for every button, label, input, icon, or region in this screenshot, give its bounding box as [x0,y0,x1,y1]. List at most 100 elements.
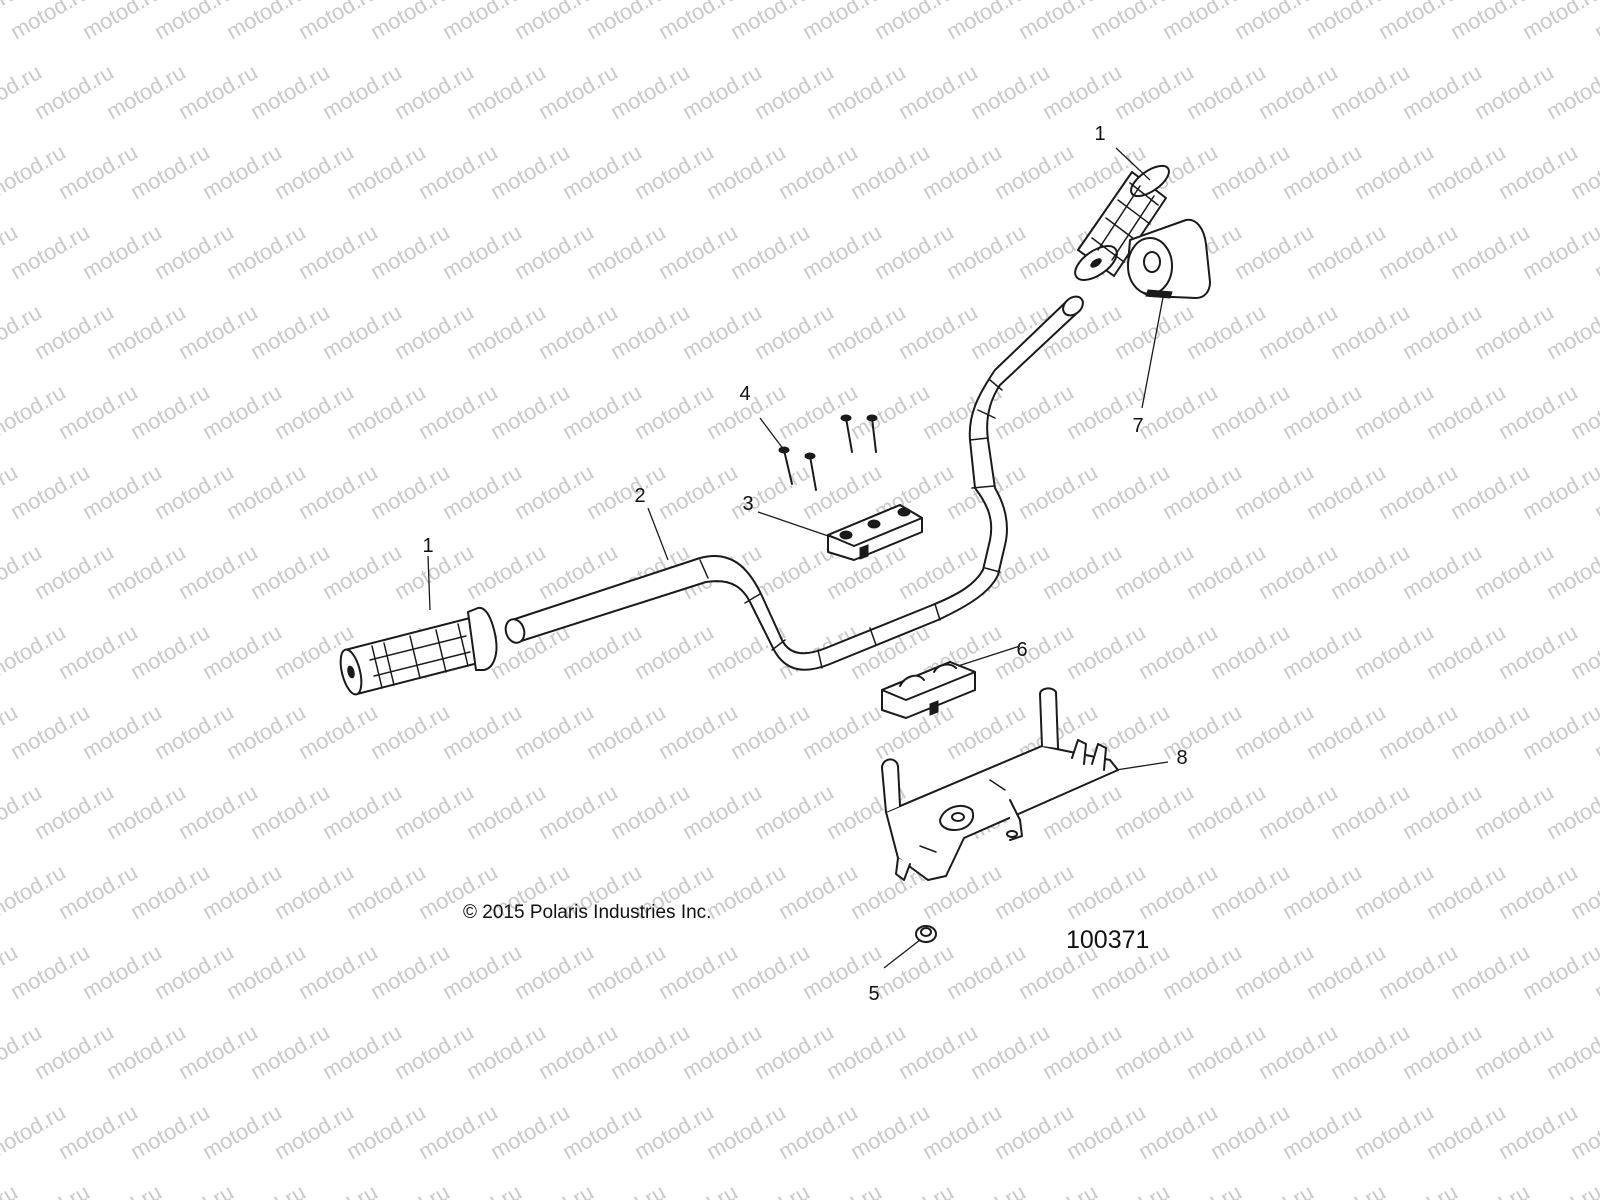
watermark-text: motod.ru [366,699,454,764]
watermark-text: motod.ru [1254,59,1342,124]
watermark-text: motod.ru [654,699,742,764]
watermark-text: motod.ru [174,539,262,604]
watermark-text: motod.ru [1230,219,1318,284]
watermark-text: motod.ru [78,219,166,284]
watermark-text: motod.ru [1206,1099,1294,1164]
watermark-text: motod.ru [0,139,70,204]
watermark-text: motod.ru [198,139,286,204]
watermark-text: motod.ru [126,379,214,444]
watermark-text: motod.ru [1302,699,1390,764]
watermark-text: motod.ru [1110,779,1198,844]
watermark-text: motod.ru [318,299,406,364]
watermark-text: motod.ru [246,779,334,844]
watermark-text: motod.ru [486,379,574,444]
watermark-text: motod.ru [750,779,838,844]
watermark-text: motod.ru [198,859,286,924]
watermark-text: motod.ru [294,939,382,1004]
watermark-text: motod.ru [0,1179,22,1200]
watermark-text: motod.ru [1278,859,1366,924]
clamp-screws[interactable] [778,414,878,491]
handlebar[interactable] [503,293,1087,671]
watermark-text: motod.ru [174,59,262,124]
watermark-text: motod.ru [366,219,454,284]
watermark-text: motod.ru [942,939,1030,1004]
watermark-text: motod.ru [270,139,358,204]
watermark-text: motod.ru [798,459,886,524]
watermark-text: motod.ru [1182,779,1270,844]
watermark-text: motod.ru [1446,219,1534,284]
watermark-text: motod.ru [678,59,766,124]
watermark-text: motod.ru [126,859,214,924]
watermark-text: motod.ru [1518,0,1600,44]
watermark-text: motod.ru [606,1019,694,1084]
watermark-text: motod.ru [1398,779,1486,844]
watermark-text: motod.ru [414,139,502,204]
watermark-text: motod.ru [1278,1099,1366,1164]
watermark-text: motod.ru [1326,779,1414,844]
watermark-text: motod.ru [1278,619,1366,684]
watermark-text: motod.ru [1470,1019,1558,1084]
watermark-text: motod.ru [870,939,958,1004]
watermark-text: motod.ru [822,1019,910,1084]
watermark-text: motod.ru [294,219,382,284]
watermark-text: motod.ru [1326,1019,1414,1084]
watermark-text: motod.ru [222,939,310,1004]
grip-left[interactable] [337,606,498,697]
watermark-text: motod.ru [558,1099,646,1164]
watermark-text: motod.ru [6,459,94,524]
watermark-text: motod.ru [1494,139,1582,204]
watermark-text: motod.ru [0,619,70,684]
watermark-text: motod.ru [1158,699,1246,764]
watermark-text: motod.ru [246,299,334,364]
watermark-text: motod.ru [606,779,694,844]
watermark-text: motod.ru [462,779,550,844]
watermark-text: motod.ru [318,1019,406,1084]
watermark-text: motod.ru [654,939,742,1004]
watermark-text: motod.ru [486,1099,574,1164]
watermark-text: motod.ru [438,939,526,1004]
watermark-text: motod.ru [102,59,190,124]
watermark-text: motod.ru [1134,379,1222,444]
watermark-text: motod.ru [582,939,670,1004]
watermark-text: motod.ru [1494,379,1582,444]
watermark-text: motod.ru [1062,859,1150,924]
watermark-text: motod.ru [1326,299,1414,364]
watermark-text: motod.ru [0,1099,70,1164]
watermark-text: motod.ru [966,1019,1054,1084]
flange-nut[interactable] [915,925,937,943]
screw [866,414,878,453]
watermark-text: motod.ru [1134,619,1222,684]
callout-bracket: 8 [1176,747,1187,769]
watermark-text: motod.ru [390,299,478,364]
watermark-text: motod.ru [438,699,526,764]
watermark-text: motod.ru [1062,1099,1150,1164]
watermark-text: motod.ru [1302,939,1390,1004]
watermark-text: motod.ru [990,859,1078,924]
watermark-text: motod.ru [126,619,214,684]
end-cap[interactable] [1127,218,1211,299]
watermark-text: motod.ru [1446,459,1534,524]
watermark-text: motod.ru [102,1019,190,1084]
watermark-text: motod.ru [702,139,790,204]
watermark-text: motod.ru [630,379,718,444]
grip-right[interactable] [1069,160,1173,286]
watermark-text: motod.ru [990,139,1078,204]
watermark-text: motod.ru [534,1019,622,1084]
watermark-text: motod.ru [30,539,118,604]
watermark-text: motod.ru [6,219,94,284]
watermark-text: motod.ru [366,459,454,524]
lower-clamp[interactable] [881,661,976,719]
watermark-text: motod.ru [54,139,142,204]
watermark-text: motod.ru [846,379,934,444]
watermark-text: motod.ru [246,539,334,604]
watermark-text: motod.ru [342,1099,430,1164]
watermark-text: motod.ru [558,619,646,684]
watermark-text: motod.ru [1590,0,1600,44]
watermark-text: motod.ru [630,1099,718,1164]
upper-clamp[interactable] [827,504,923,561]
watermark-text: motod.ru [1470,59,1558,124]
watermark-text: motod.ru [606,299,694,364]
watermark-text: motod.ru [750,59,838,124]
mounting-bracket[interactable] [881,687,1119,881]
